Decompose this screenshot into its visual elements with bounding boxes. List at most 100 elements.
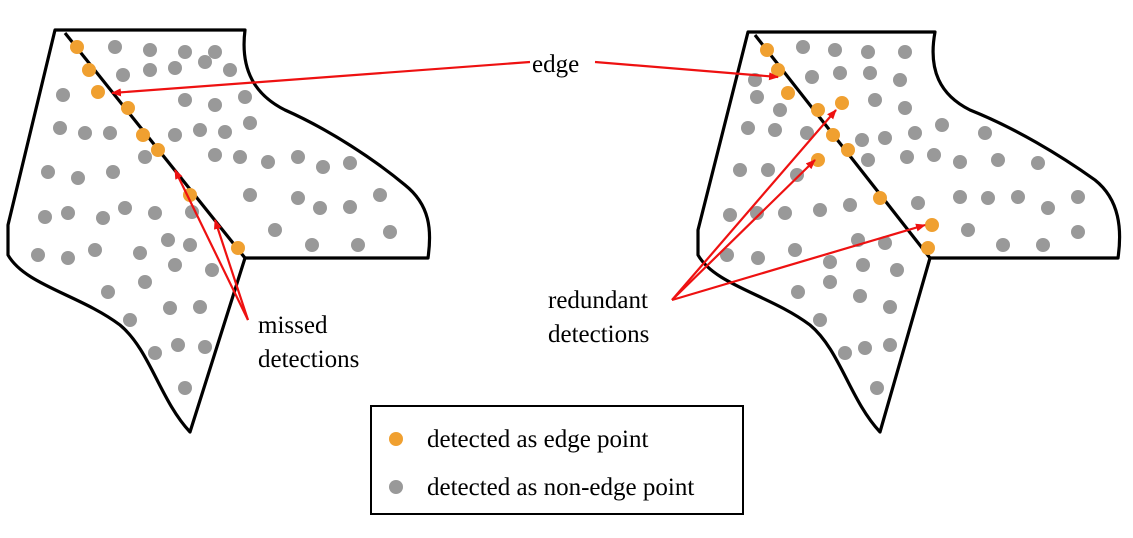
non-edge-point xyxy=(88,243,102,257)
edge-point xyxy=(873,191,887,205)
non-edge-point xyxy=(243,188,257,202)
non-edge-point xyxy=(198,340,212,354)
non-edge-point xyxy=(178,93,192,107)
non-edge-point xyxy=(171,338,185,352)
missed-label-line1: missed xyxy=(258,312,328,339)
edge-point xyxy=(811,103,825,117)
non-edge-point xyxy=(1031,156,1045,170)
non-edge-point xyxy=(178,381,192,395)
non-edge-point xyxy=(31,248,45,262)
edge-point xyxy=(151,143,165,157)
non-edge-point xyxy=(720,248,734,262)
non-edge-point xyxy=(41,165,55,179)
edge-point xyxy=(121,101,135,115)
non-edge-point xyxy=(828,43,842,57)
non-edge-point xyxy=(878,236,892,250)
non-edge-point xyxy=(138,275,152,289)
non-edge-point xyxy=(953,155,967,169)
non-edge-point xyxy=(291,191,305,205)
non-edge-point xyxy=(61,251,75,265)
non-edge-point xyxy=(148,206,162,220)
non-edge-point xyxy=(268,223,282,237)
non-edge-point xyxy=(751,251,765,265)
non-edge-point xyxy=(103,126,117,140)
non-edge-point xyxy=(893,73,907,87)
non-edge-point xyxy=(861,153,875,167)
missed-arrow-2 xyxy=(213,219,250,321)
non-edge-point xyxy=(883,338,897,352)
non-edge-point xyxy=(856,258,870,272)
non-edge-point xyxy=(56,88,70,102)
left-non-edge-points xyxy=(31,40,397,395)
non-edge-point xyxy=(143,43,157,57)
legend-edge-label: detected as edge point xyxy=(427,426,648,453)
non-edge-point xyxy=(343,156,357,170)
non-edge-point xyxy=(53,121,67,135)
redundant-arrow-3 xyxy=(671,223,926,302)
non-edge-point xyxy=(1041,201,1055,215)
edge-point xyxy=(826,128,840,142)
non-edge-point xyxy=(900,150,914,164)
non-edge-point xyxy=(878,131,892,145)
non-edge-point xyxy=(1071,225,1085,239)
non-edge-point xyxy=(853,289,867,303)
non-edge-point xyxy=(838,346,852,360)
non-edge-point xyxy=(178,45,192,59)
non-edge-point xyxy=(863,66,877,80)
non-edge-point xyxy=(238,90,252,104)
non-edge-point xyxy=(38,210,52,224)
non-edge-point xyxy=(898,45,912,59)
non-edge-point xyxy=(193,123,207,137)
legend-non-edge-label: detected as non-edge point xyxy=(427,474,694,501)
non-edge-point xyxy=(78,126,92,140)
non-edge-point xyxy=(996,238,1010,252)
non-edge-point xyxy=(193,300,207,314)
non-edge-point xyxy=(796,40,810,54)
non-edge-point xyxy=(868,93,882,107)
non-edge-point xyxy=(233,150,247,164)
non-edge-point xyxy=(313,201,327,215)
non-edge-point xyxy=(351,238,365,252)
non-edge-point xyxy=(343,200,357,214)
left-panel: missed detections xyxy=(6,28,531,434)
left-shape-outline xyxy=(6,28,432,434)
non-edge-point xyxy=(843,198,857,212)
non-edge-point xyxy=(778,206,792,220)
left-arrows xyxy=(111,60,531,321)
non-edge-point xyxy=(800,126,814,140)
redundant-label-line2: detections xyxy=(548,321,649,348)
non-edge-point xyxy=(168,61,182,75)
redundant-arrow-2 xyxy=(671,159,816,301)
edge-point xyxy=(841,143,855,157)
non-edge-point xyxy=(935,118,949,132)
edge-point xyxy=(781,86,795,100)
edge-point xyxy=(231,241,245,255)
non-edge-point xyxy=(383,225,397,239)
non-edge-point xyxy=(205,263,219,277)
non-edge-point xyxy=(316,160,330,174)
non-edge-point xyxy=(773,103,787,117)
non-edge-point xyxy=(138,150,152,164)
non-edge-point xyxy=(96,211,110,225)
right-arrows xyxy=(594,60,926,302)
non-edge-point xyxy=(208,45,222,59)
edge-label: edge xyxy=(532,51,579,78)
non-edge-point xyxy=(243,116,257,130)
missed-label-line2: detections xyxy=(258,346,359,373)
non-edge-point xyxy=(71,171,85,185)
non-edge-point xyxy=(168,258,182,272)
non-edge-point xyxy=(791,285,805,299)
non-edge-point xyxy=(741,121,755,135)
non-edge-point xyxy=(870,381,884,395)
redundant-label-line1: redundant xyxy=(548,287,648,314)
non-edge-point xyxy=(373,188,387,202)
non-edge-point xyxy=(833,66,847,80)
non-edge-point xyxy=(813,313,827,327)
edge-arrow-left xyxy=(111,60,531,97)
non-edge-point xyxy=(168,128,182,142)
edge-point xyxy=(91,85,105,99)
edge-arrow-right xyxy=(594,60,779,81)
non-edge-point xyxy=(185,205,199,219)
non-edge-point xyxy=(133,246,147,260)
non-edge-point xyxy=(106,165,120,179)
